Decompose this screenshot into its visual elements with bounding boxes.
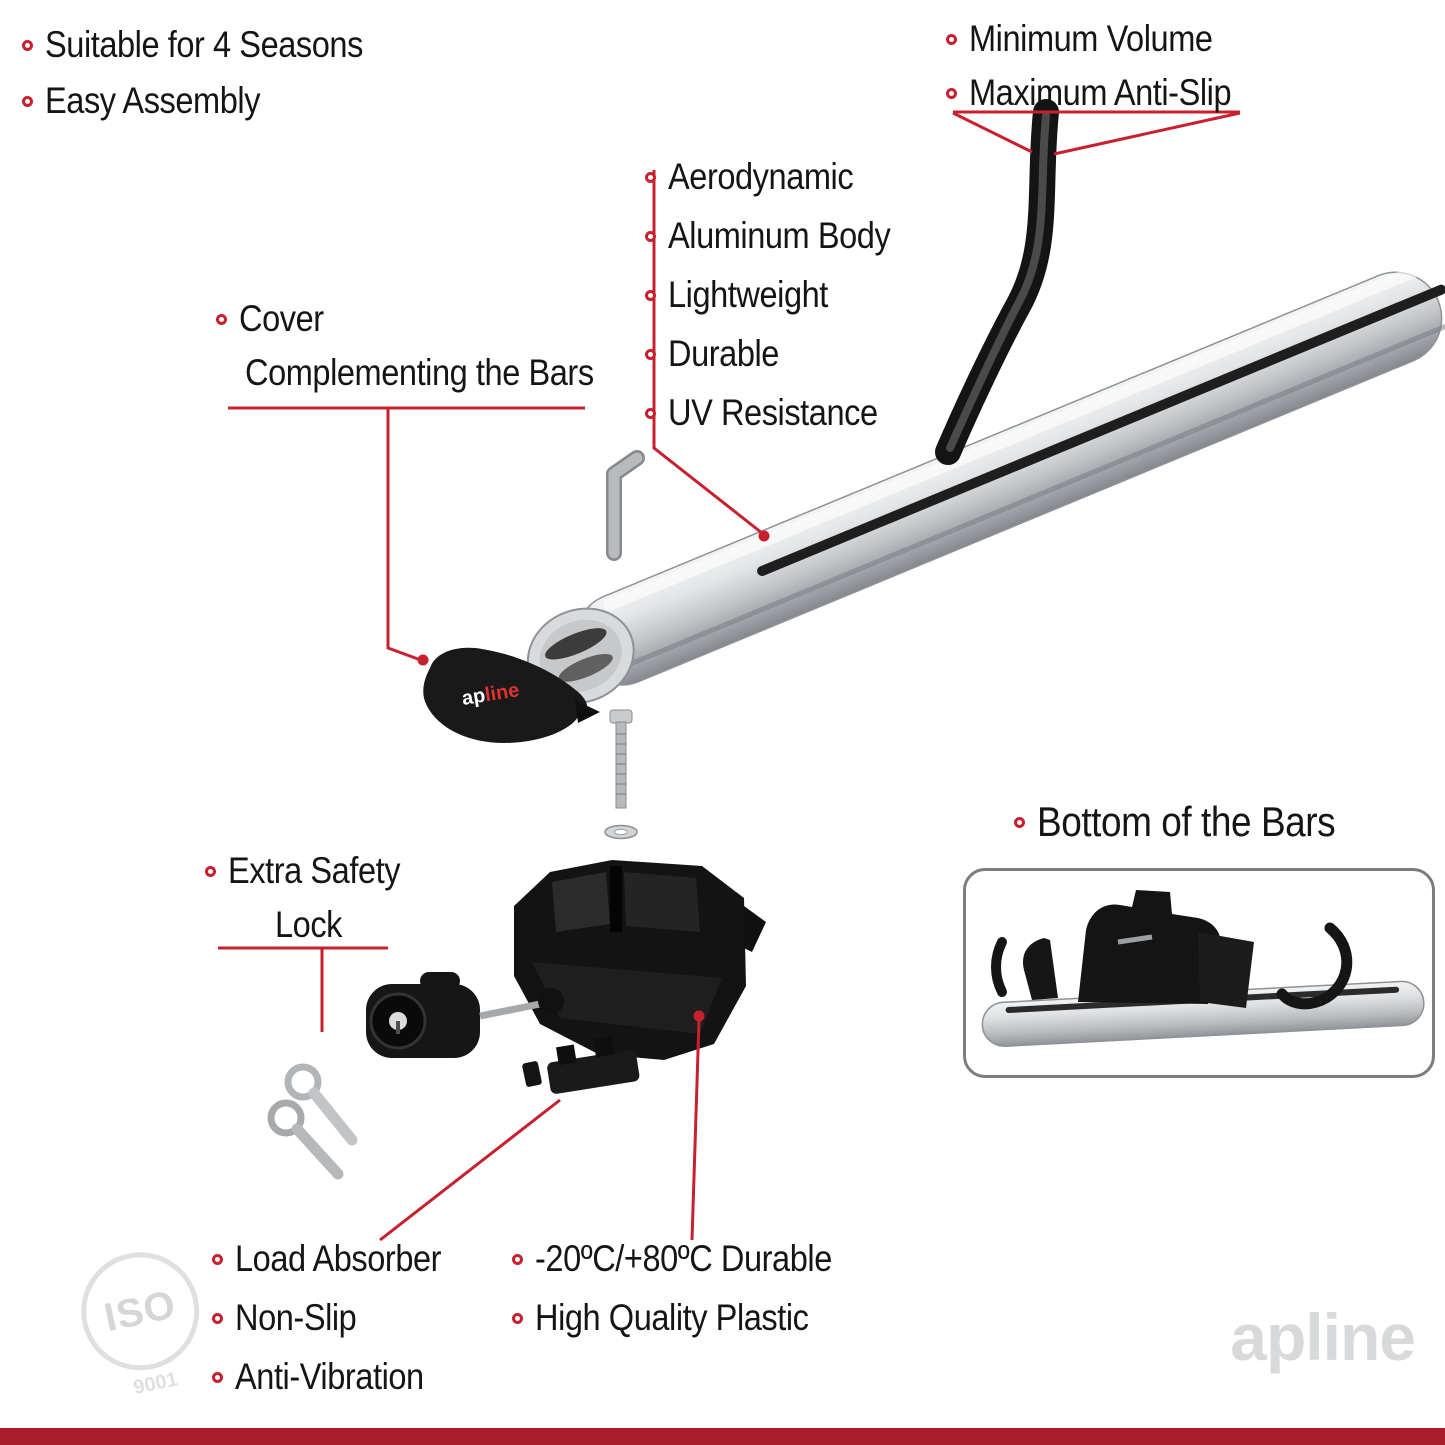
feature-list-bottom-left: Load Absorber Non-Slip Anti-Vibration [212, 1238, 469, 1398]
feature-item: -20ºC/+80ºC Durable [512, 1238, 872, 1280]
feature-item: Durable [645, 333, 921, 375]
cover-logo: apline [460, 679, 521, 710]
bullet-icon [212, 1371, 223, 1383]
feature-item: UV Resistance [645, 392, 921, 434]
safety-lock [366, 972, 564, 1058]
feature-text: -20ºC/+80ºC Durable [535, 1238, 832, 1279]
bullet-icon [645, 348, 656, 360]
bottom-bars-heading: Bottom of the Bars [1014, 798, 1376, 846]
bolt-icon [609, 709, 633, 809]
feature-text: Anti-Vibration [235, 1356, 424, 1397]
brand-watermark: apline [1230, 1300, 1416, 1374]
feature-text: Easy Assembly [45, 80, 261, 121]
feature-item: Complementing the Bars [245, 352, 641, 394]
feature-item: Suitable for 4 Seasons [22, 24, 406, 66]
feature-item: Non-Slip [212, 1297, 469, 1339]
bottom-view [981, 890, 1425, 1048]
bullet-icon [212, 1253, 223, 1265]
bullet-icon [512, 1312, 523, 1324]
feature-item: Aerodynamic [645, 156, 921, 198]
feature-text: Aluminum Body [668, 215, 891, 256]
bullet-icon [216, 313, 227, 325]
feature-item: Minimum Volume [946, 18, 1267, 60]
bullet-icon [205, 865, 216, 877]
bullet-icon [512, 1253, 523, 1265]
cross-bar [526, 264, 1445, 705]
feature-text: Maximum Anti-Slip [969, 72, 1232, 113]
feature-item: Cover [216, 298, 641, 340]
feature-text: Lightweight [668, 274, 828, 315]
bullet-icon [645, 289, 656, 301]
lock-label: Extra Safety Lock [205, 850, 424, 946]
iso-stamp-circle: ISO [70, 1241, 211, 1382]
feature-item: High Quality Plastic [512, 1297, 872, 1339]
cover-logo-ap: ap [460, 685, 486, 710]
feature-item: Extra Safety [205, 850, 424, 892]
feature-item: Aluminum Body [645, 215, 921, 257]
feature-item: Lightweight [645, 274, 921, 316]
bullet-icon [645, 171, 656, 183]
feature-text: Non-Slip [235, 1297, 357, 1338]
feature-list-bottom-mid: -20ºC/+80ºC Durable High Quality Plastic [512, 1238, 872, 1339]
keys-icon [267, 1063, 358, 1180]
feature-text: Aerodynamic [668, 156, 854, 197]
washer-icon [604, 824, 638, 840]
lock-label-line2: Lock [275, 904, 343, 945]
bullet-icon [22, 39, 33, 51]
feature-list-top-right: Minimum Volume Maximum Anti-Slip [946, 18, 1267, 114]
feature-item: Anti-Vibration [212, 1356, 469, 1398]
feature-item: Load Absorber [212, 1238, 469, 1280]
bullet-icon [645, 407, 656, 419]
cover-label: Cover Complementing the Bars [216, 298, 641, 394]
pad-clip [522, 1061, 542, 1087]
cover-logo-line: line [483, 679, 520, 706]
feature-item: Lock [275, 904, 424, 946]
feature-text: Load Absorber [235, 1238, 442, 1279]
feature-text: UV Resistance [668, 392, 878, 433]
bullet-icon [946, 87, 957, 99]
bullet-icon [212, 1312, 223, 1324]
footer-red-strip [0, 1428, 1445, 1445]
cover-label-line1: Cover [239, 298, 324, 339]
lock-label-line1: Extra Safety [228, 850, 401, 891]
load-absorber-pad [547, 1036, 640, 1094]
feature-text: High Quality Plastic [535, 1297, 809, 1338]
feature-text: Durable [668, 333, 779, 374]
bullet-icon [1014, 816, 1025, 828]
feature-text: Suitable for 4 Seasons [45, 24, 363, 65]
cover-label-line2: Complementing the Bars [245, 352, 594, 393]
bottom-bars-box [963, 868, 1435, 1078]
callout-lines [218, 110, 1241, 1242]
allen-key-icon [606, 450, 645, 561]
bar-cover: apline [423, 647, 600, 743]
bottom-bars-label: Bottom of the Bars [1037, 798, 1336, 845]
feature-list-center: Aerodynamic Aluminum Body Lightweight Du… [645, 156, 921, 434]
bullet-icon [946, 33, 957, 45]
feature-item: Maximum Anti-Slip [946, 72, 1267, 114]
feature-list-top-left: Suitable for 4 Seasons Easy Assembly [22, 24, 406, 122]
mounting-foot [514, 860, 766, 1060]
bullet-icon [22, 95, 33, 107]
feature-text: Minimum Volume [969, 18, 1213, 59]
feature-item: Easy Assembly [22, 80, 406, 122]
rubber-strip [935, 99, 1059, 465]
bullet-icon [645, 230, 656, 242]
feature-item: Bottom of the Bars [1014, 798, 1376, 846]
